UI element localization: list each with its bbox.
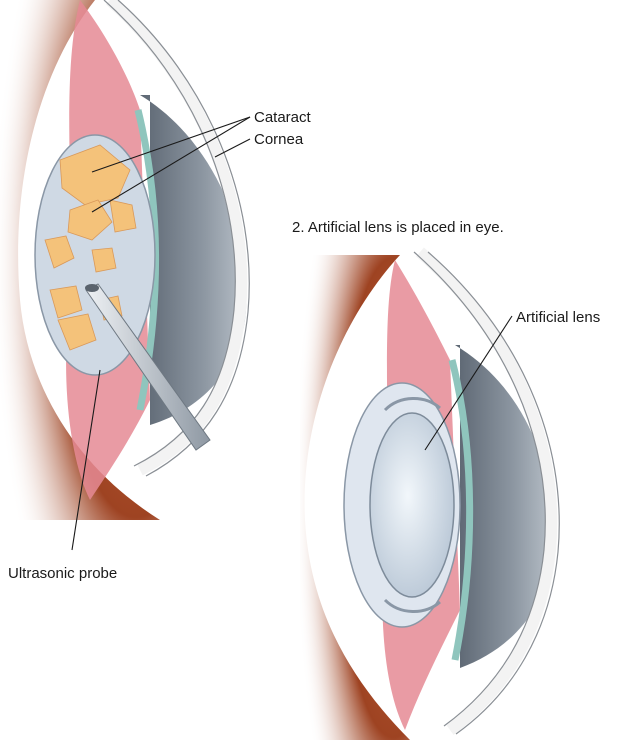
ultrasonic-probe-tip [85,284,99,292]
eye-cataract-removal [0,0,249,520]
label-cornea: Cornea [254,131,304,148]
artificial-lens-optic [370,413,454,597]
label-artificial-lens: Artificial lens [516,309,600,326]
step2-caption: 2. Artificial lens is placed in eye. [292,219,504,236]
label-ultrasonic-probe: Ultrasonic probe [8,565,117,582]
label-cataract: Cataract [254,109,312,126]
